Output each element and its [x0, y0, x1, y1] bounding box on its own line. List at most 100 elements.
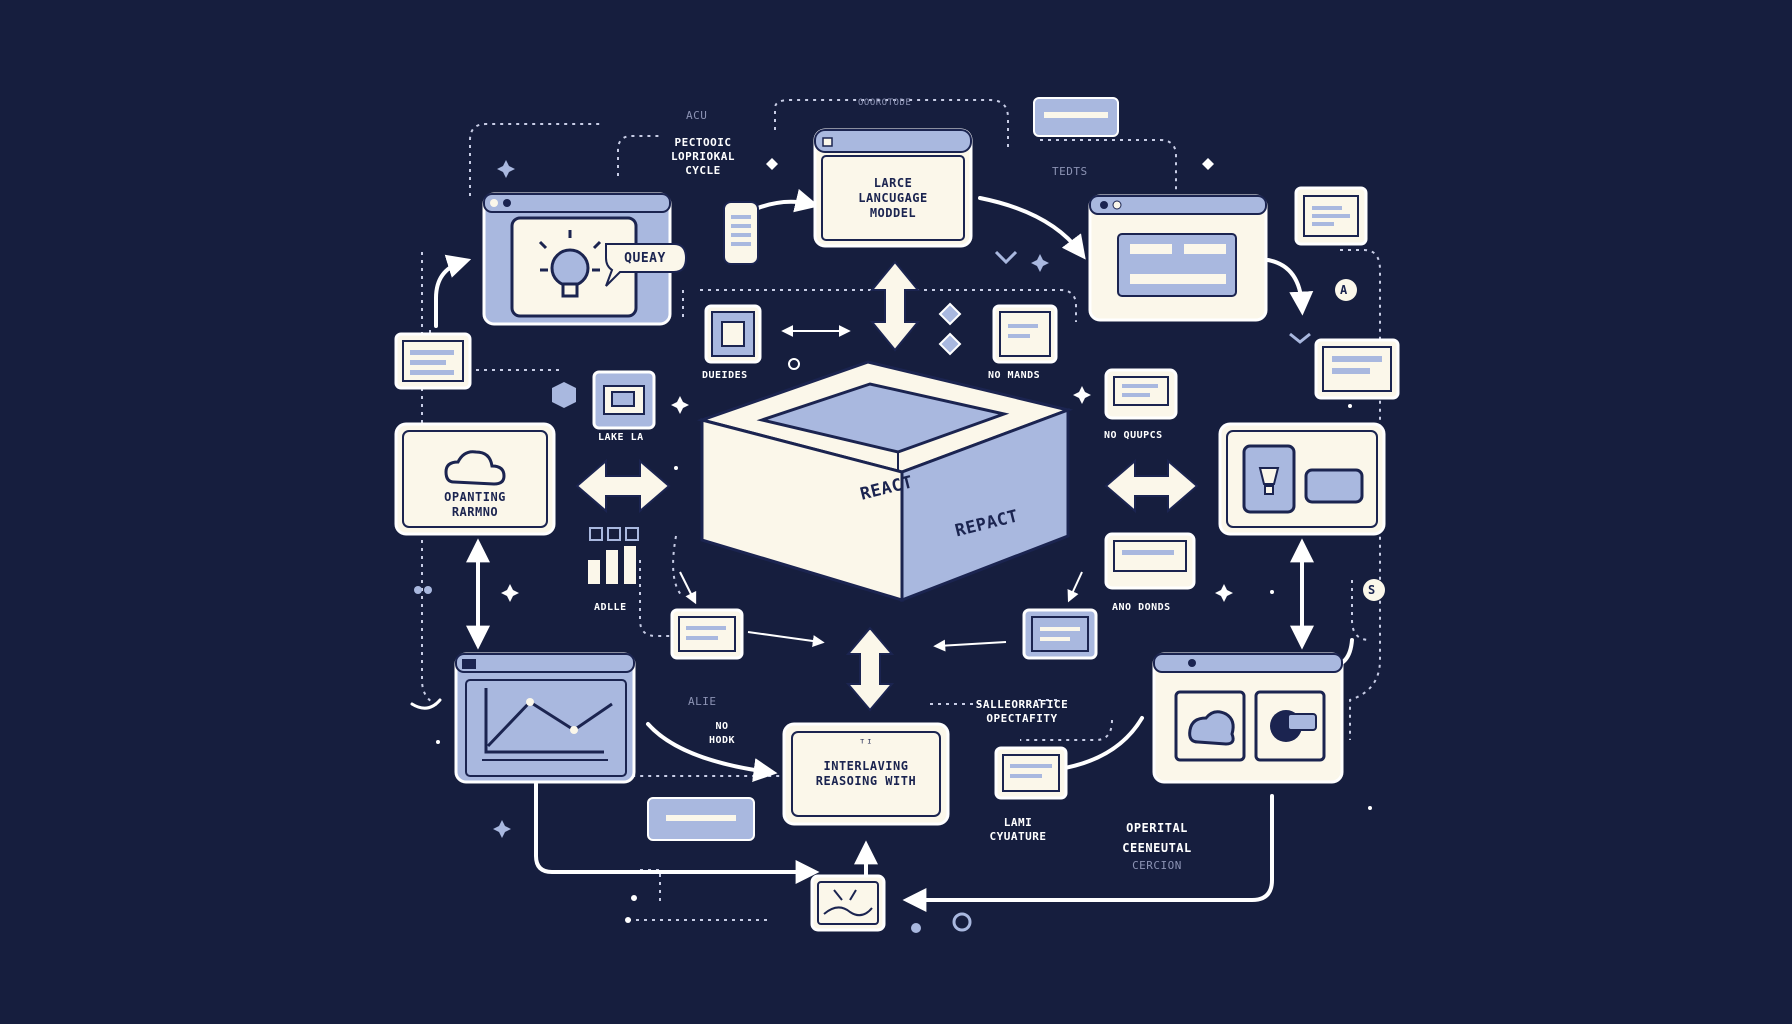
- diamond-icon: [938, 302, 962, 326]
- planning-label-line-1: OPANTING: [444, 490, 506, 504]
- label-tedts: TEDTS: [1052, 165, 1088, 178]
- chevron-down-icon: [1289, 332, 1311, 344]
- label-alie: ALIE: [688, 695, 717, 708]
- label-no-hodk-2: HODK: [708, 735, 736, 746]
- cloud-window: [1152, 652, 1344, 784]
- dot-icon: [414, 586, 422, 594]
- card-doc-right: [992, 304, 1058, 364]
- sparkle-icon: [497, 160, 515, 178]
- label-ano-donds: ANO DONDS: [1112, 602, 1171, 613]
- label-no-mands: NO MANDS: [988, 370, 1041, 381]
- label-lami: LAMI CYUATURE: [980, 816, 1056, 844]
- dot-icon: [625, 917, 631, 923]
- card-lake: [592, 370, 656, 430]
- badge-a-label: A: [1340, 283, 1348, 297]
- llm-label: LARCE LANCUGAGE MODDEL: [822, 176, 964, 221]
- label-cycle-1: PECTOOIC: [674, 136, 732, 149]
- small-glyphs: [414, 158, 1385, 933]
- label-lami-2: CYUATURE: [989, 830, 1047, 843]
- label-cycle: PECTOOIC LOPRIOKAL CYCLE: [660, 136, 746, 178]
- sparkle-icon: [1031, 254, 1049, 272]
- badge-s: [1363, 579, 1385, 601]
- label-oooorotode: OOOROTODE: [858, 98, 912, 108]
- label-cercion: CERCION: [1132, 859, 1182, 872]
- lamp-icon: [1258, 467, 1280, 495]
- interleaving-label: ᵀᴵ INTERLAVING REASOING WITH: [792, 736, 940, 789]
- llm-label-line-3: MODDEL: [869, 206, 917, 220]
- query-window: [482, 192, 688, 326]
- double-arrow-bottom: [845, 626, 895, 712]
- toggle-icon: [1270, 710, 1317, 742]
- bar-chart-icon: [588, 527, 639, 584]
- double-arrow-left: [575, 458, 671, 514]
- label-salleorrafice-1: SALLEORRAFICE: [975, 698, 1069, 711]
- label-salleorrafice-2: OPECTAFITY: [986, 712, 1058, 725]
- llm-label-line-1: LARCE: [873, 176, 913, 190]
- card-center-left: [670, 608, 744, 660]
- lightbulb-icon: [538, 230, 602, 298]
- thin-arrows: [679, 325, 1083, 652]
- llm-window: [813, 128, 973, 248]
- dot-icon: [631, 895, 637, 901]
- card-speech: [1104, 368, 1178, 420]
- label-operital: OPERITAL CEENEUTAL CERCION: [1112, 818, 1202, 874]
- label-no-hodk: NO HODK: [704, 720, 740, 748]
- card-bottom-right: [994, 746, 1068, 800]
- dot-icon: [911, 923, 921, 933]
- interleaving-line-1: INTERLAVING: [823, 759, 909, 773]
- interleaving-line-2: REASOING WITH: [815, 774, 917, 788]
- label-operital-2: CEENEUTAL: [1122, 841, 1192, 855]
- card-bottom-left: [647, 797, 755, 841]
- card-right-upper: [1314, 338, 1400, 400]
- message-cards: [394, 97, 1400, 841]
- label-lake-la: LAKE LA: [598, 432, 644, 443]
- card-center-right: [1022, 608, 1098, 660]
- label-cycle-2: LOPRIOKAL: [670, 150, 736, 163]
- card-far-top-right: [1294, 186, 1368, 246]
- planning-label: OPANTING RARMNO: [403, 490, 547, 520]
- cube-front-right: [900, 407, 1070, 603]
- query-bubble: [605, 243, 688, 287]
- label-no-hodk-1: NO: [715, 721, 729, 732]
- form-window: [1088, 194, 1268, 322]
- phone-icon: [723, 201, 759, 265]
- badge-s-label: S: [1368, 583, 1376, 597]
- badge-a: [1335, 279, 1357, 301]
- sparkle-icon: [501, 584, 519, 602]
- double-arrow-top: [869, 260, 921, 352]
- diamond-icon: [938, 332, 962, 356]
- sparkle-icon: [1215, 584, 1233, 602]
- diamond-icon: [766, 158, 778, 170]
- cloud-icon: [444, 450, 506, 486]
- label-no-quupcs: NO QUUPCS: [1104, 430, 1163, 441]
- label-adlle: ADLLE: [594, 602, 627, 613]
- diamond-icon: [1202, 158, 1214, 170]
- planning-label-line-2: RARMNO: [451, 505, 499, 519]
- center-cube: [696, 360, 1074, 603]
- planning-window: [394, 422, 556, 536]
- label-operital-1: OPERITAL: [1126, 821, 1188, 835]
- sparkle-icon: [671, 396, 689, 414]
- dot-icon: [424, 586, 432, 594]
- label-acu: ACU: [686, 109, 708, 122]
- sparkle-icon: [493, 820, 511, 838]
- card-doc-left: [704, 304, 762, 364]
- card-top-center: [1033, 97, 1119, 137]
- label-lami-1: LAMI: [1003, 816, 1033, 829]
- line-chart-icon: [482, 688, 613, 761]
- card-right-mid: [1104, 532, 1196, 590]
- column-arrows: [466, 538, 1314, 650]
- chart-window: [454, 652, 636, 784]
- lamp-window: [1218, 422, 1386, 536]
- double-arrow-right: [1104, 458, 1199, 514]
- double-arrows: [575, 260, 1199, 712]
- chevron-down-icon: [994, 250, 1018, 265]
- hexagon-icon: [552, 382, 576, 408]
- interleaving-top-mark: ᵀᴵ: [858, 737, 874, 750]
- card-left-upper: [394, 332, 472, 390]
- label-dueides: DUEIDES: [702, 370, 748, 381]
- dot-icon: [788, 358, 800, 370]
- image-tile: [810, 874, 886, 932]
- cloud-icon: [1188, 710, 1235, 746]
